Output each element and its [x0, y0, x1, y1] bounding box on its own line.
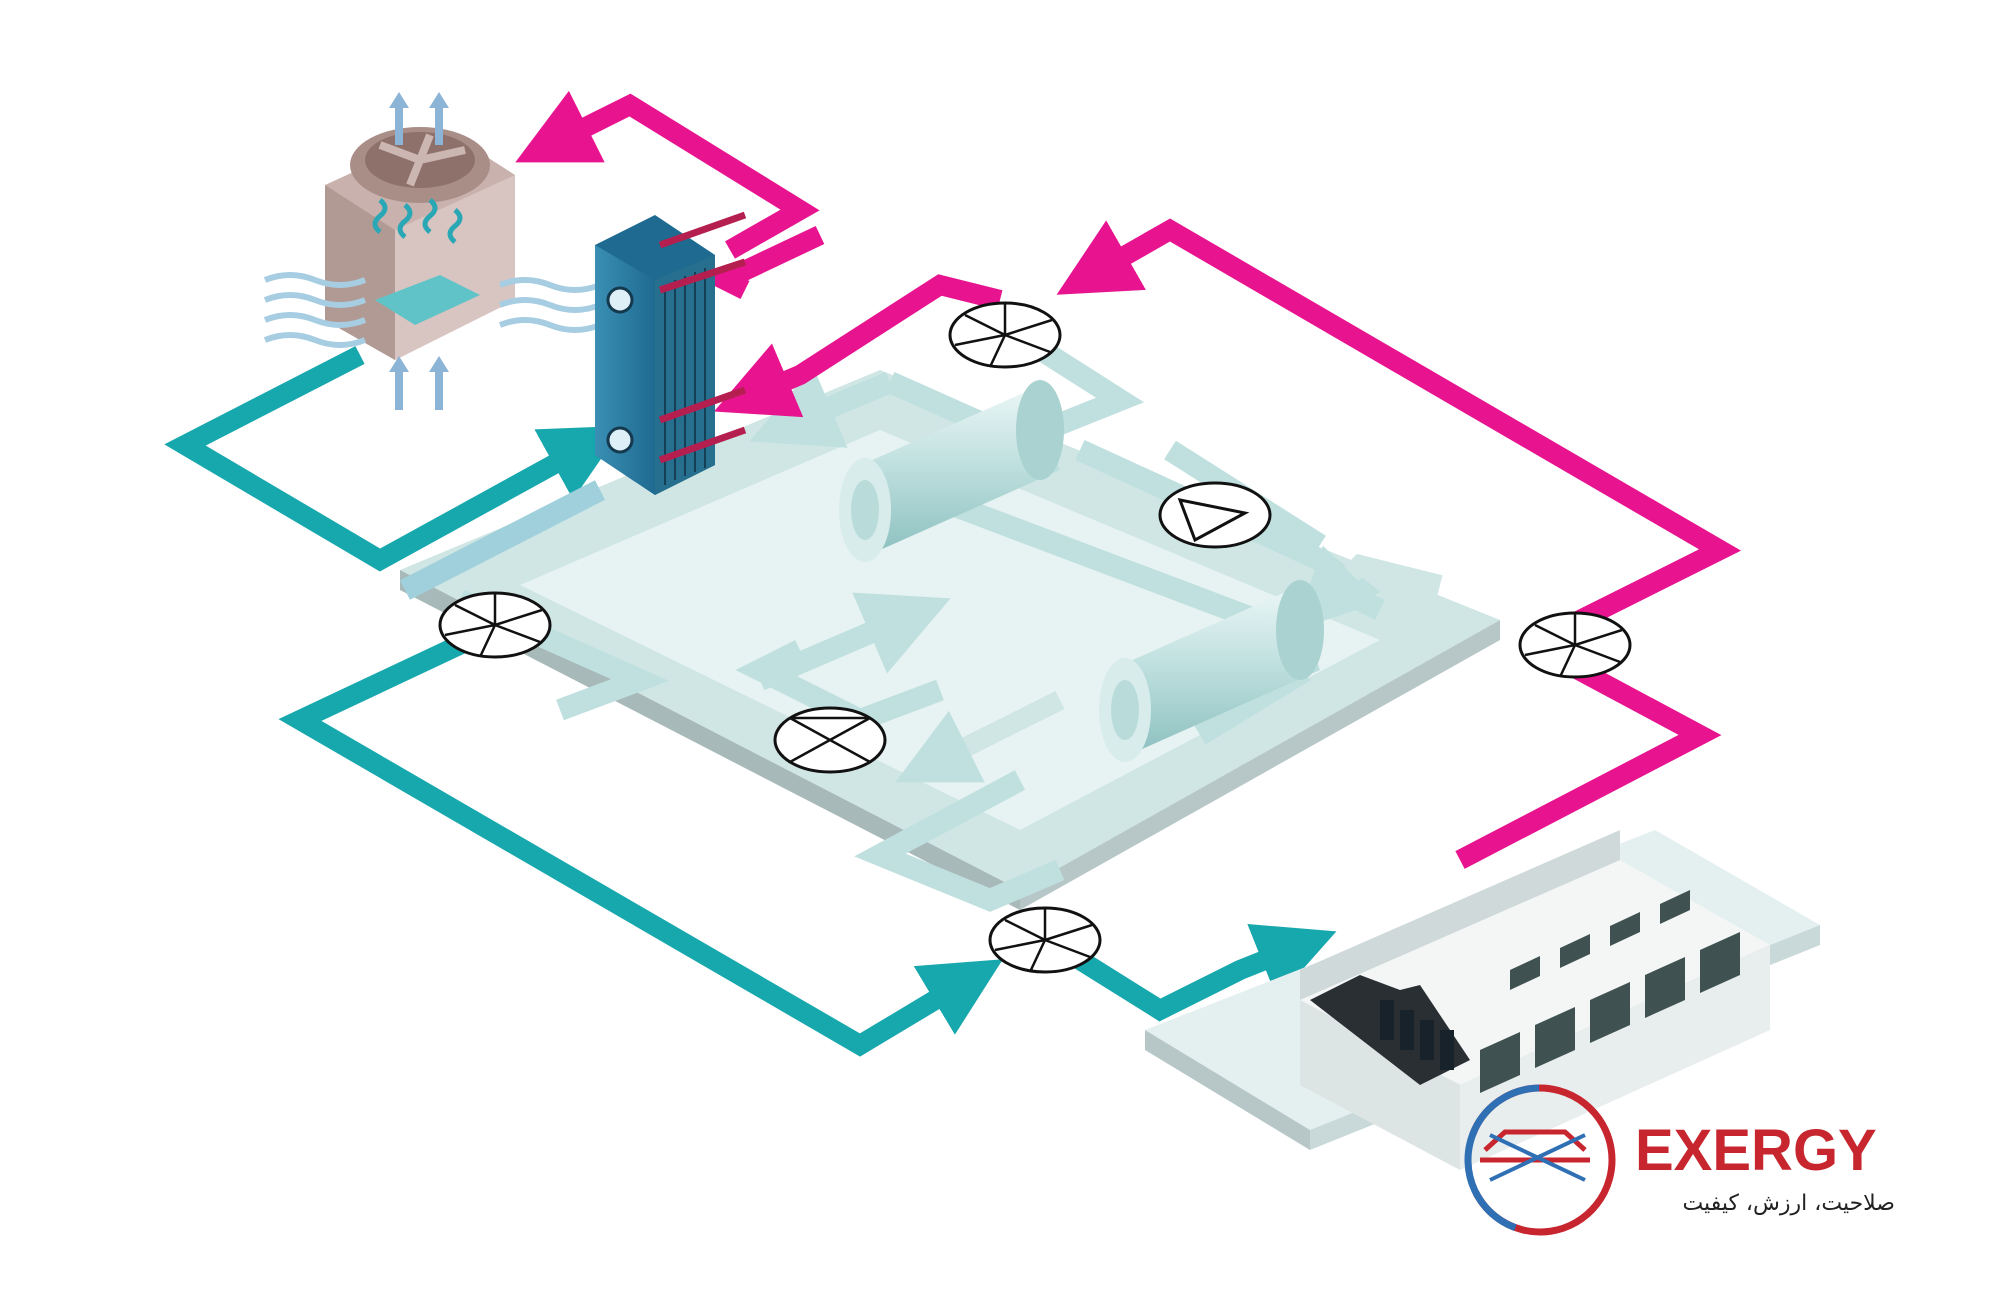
- air-inlet-left: [263, 272, 367, 348]
- exergy-logo: [1464, 1084, 1616, 1236]
- valve-top: [948, 301, 1062, 369]
- internal-piping-return: [895, 545, 1443, 783]
- brand-tagline: صلاحیت، ارزش، کیفیت: [1682, 1191, 1895, 1216]
- chiller-2: [1099, 580, 1324, 762]
- hot-water-loop-top: [515, 90, 825, 299]
- brand-name: EXERGY: [1635, 1118, 1877, 1183]
- valve-left: [438, 591, 552, 659]
- chiller-1: [839, 380, 1064, 562]
- valve-mid: [773, 706, 887, 774]
- data-center: [1145, 830, 1820, 1170]
- cooling-tower: [263, 92, 602, 410]
- air-inlet-right: [498, 277, 602, 333]
- pump: [1158, 481, 1272, 549]
- plate-heat-exchanger: [595, 211, 747, 495]
- internal-piping: [455, 320, 1385, 912]
- valve-right: [1518, 611, 1632, 679]
- chilled-water-loop: [278, 630, 1337, 1057]
- bypass-pipe: [399, 480, 606, 600]
- valve-bottom: [988, 906, 1102, 974]
- air-outlet-arrows: [389, 92, 449, 410]
- condenser-loop: [164, 346, 624, 572]
- hot-water-loop-right: [1056, 218, 1742, 869]
- hot-water-loop-mid: [713, 274, 1003, 418]
